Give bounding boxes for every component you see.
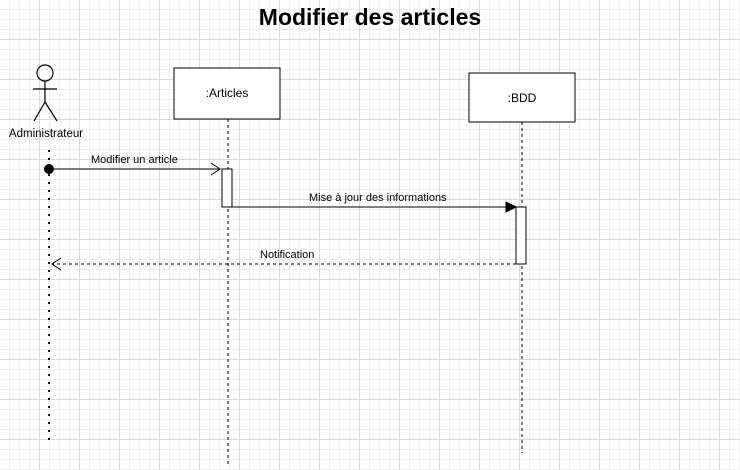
activation-bar-bdd — [515, 206, 527, 265]
participant-box-articles[interactable] — [173, 67, 281, 120]
participant-box-bdd[interactable] — [468, 72, 576, 123]
message-label-mise-a-jour: Mise à jour des informations — [309, 192, 447, 204]
message-arrow-mise-a-jour[interactable] — [232, 201, 518, 213]
actor-figure[interactable] — [33, 64, 58, 122]
message-arrow-notification[interactable] — [51, 257, 516, 271]
message-label-modifier-un-article: Modifier un article — [91, 154, 178, 166]
actor-name: Administrateur — [8, 128, 84, 140]
message-start-dot — [44, 164, 54, 174]
diagram-title: Modifier des articles — [258, 4, 482, 30]
message-label-notification: Notification — [260, 249, 315, 261]
activation-bar-articles — [221, 168, 233, 208]
participant-label-bdd: :BDD — [507, 91, 537, 105]
message-arrow-modifier-un-article[interactable] — [54, 162, 221, 176]
participant-label-articles: :Articles — [205, 86, 249, 100]
